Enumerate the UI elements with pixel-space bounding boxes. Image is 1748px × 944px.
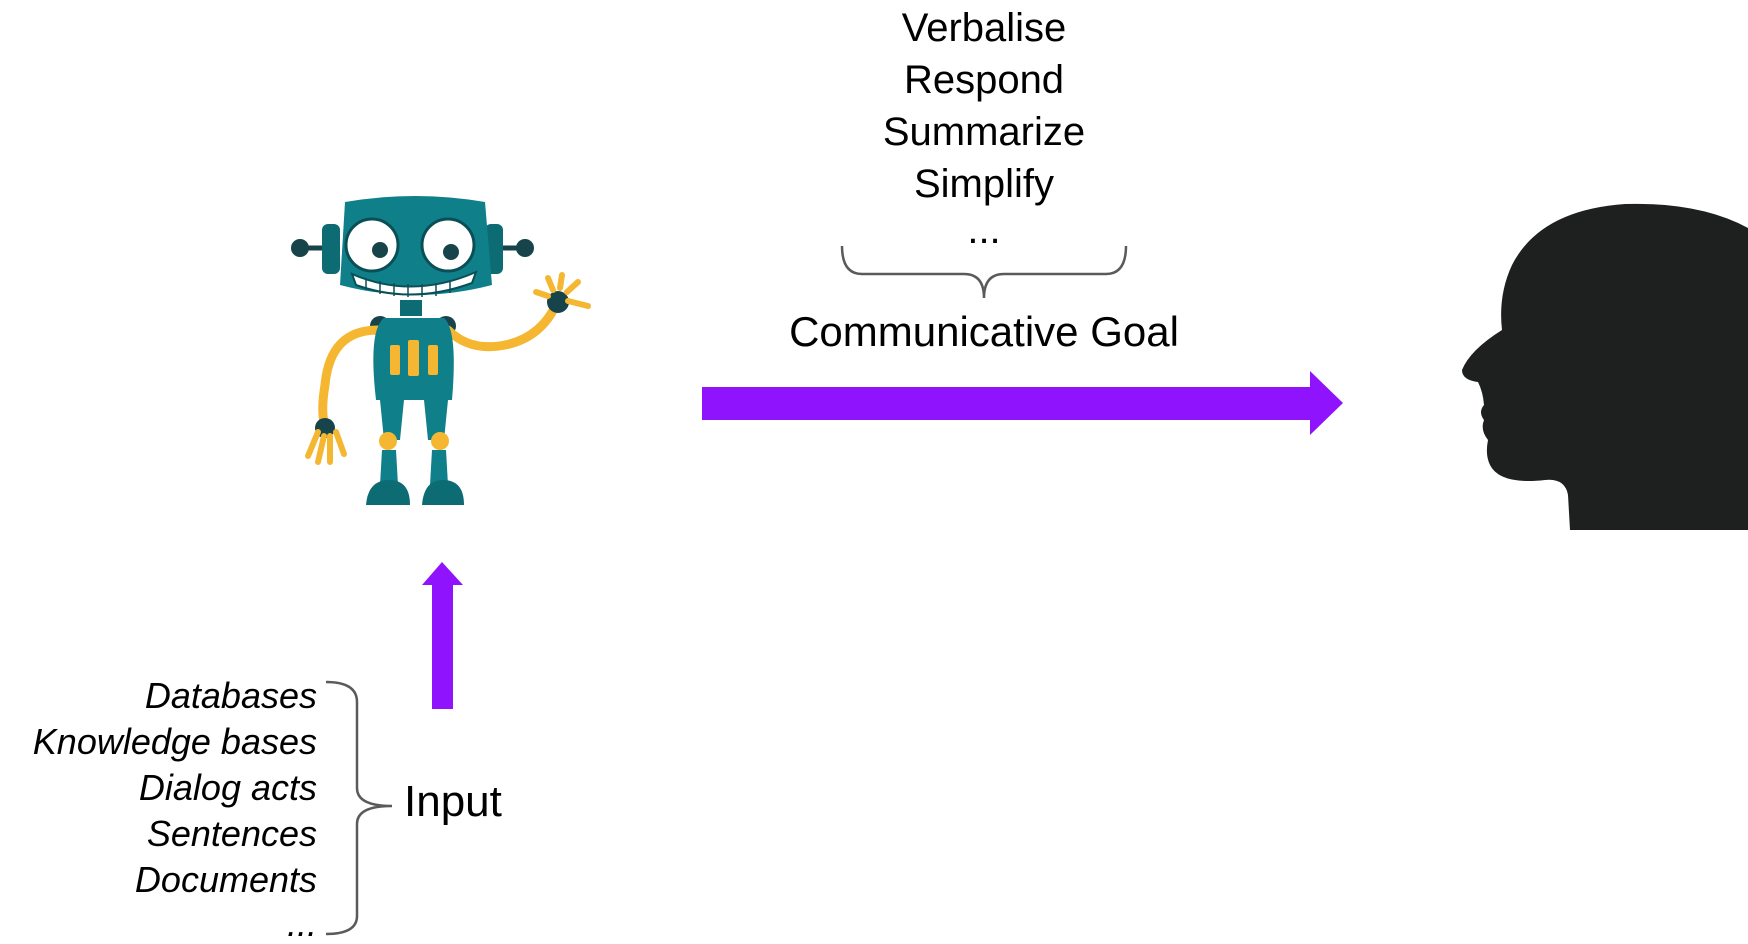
input-label: Input: [404, 777, 502, 826]
input-item: Dialog acts: [138, 767, 317, 808]
input-item: Documents: [134, 859, 317, 900]
goal-item: Summarize: [882, 110, 1086, 154]
goal-item: Simplify: [913, 162, 1055, 206]
input-ellipsis: ...: [286, 903, 317, 944]
goal-item: Respond: [903, 58, 1065, 102]
communicative-goal-list: Verbalise Respond Summarize Simplify: [779, 2, 1189, 210]
input-item: Sentences: [146, 813, 317, 854]
communicative-goal-label: Communicative Goal: [789, 308, 1179, 355]
input-item: Knowledge bases: [32, 721, 317, 762]
goal-ellipsis: ...: [967, 208, 1001, 252]
input-list: Databases Knowledge bases Dialog acts Se…: [0, 673, 317, 903]
goal-item: Verbalise: [901, 6, 1067, 50]
input-item: Databases: [144, 675, 317, 716]
